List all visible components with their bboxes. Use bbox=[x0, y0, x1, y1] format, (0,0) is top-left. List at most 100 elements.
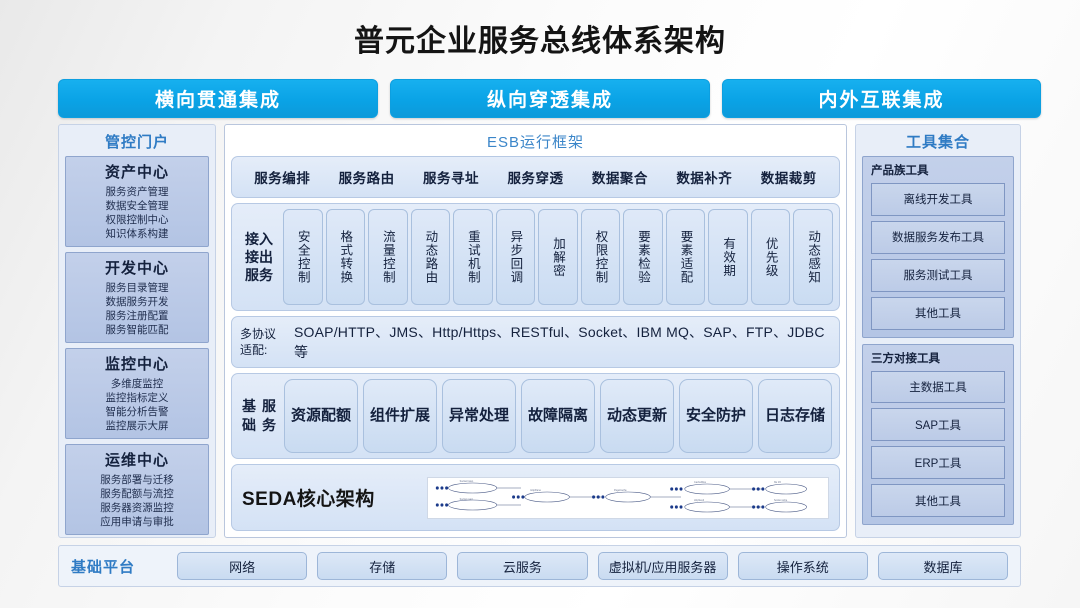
base-service-item: 故障隔离 bbox=[521, 379, 595, 453]
management-portal-panel: 管控门户 资产中心 服务资产管理 数据安全管理 权限控制中心 知识体系构建 开发… bbox=[58, 124, 216, 538]
svg-text:HttpSend: HttpSend bbox=[694, 498, 705, 501]
center-line: 知识体系构建 bbox=[105, 228, 169, 240]
base-service-row: 基础服务 资源配额 组件扩展 异常处理 故障隔离 动态更新 安全防护 日志存储 bbox=[231, 373, 840, 459]
seda-label: SEDA核心架构 bbox=[242, 489, 375, 510]
center-line: 数据安全管理 bbox=[105, 200, 169, 212]
center-line: 多维度监控 bbox=[110, 378, 164, 390]
access-item: 动态路由 bbox=[410, 209, 451, 305]
center-line: 服务注册配置 bbox=[105, 310, 169, 322]
tool-button[interactable]: 主数据工具 bbox=[871, 370, 1005, 404]
access-item: 重试机制 bbox=[453, 209, 493, 305]
access-item: 加解密 bbox=[538, 209, 578, 305]
center-line: 服务智能匹配 bbox=[105, 324, 169, 336]
center-line: 智能分析告警 bbox=[105, 406, 169, 418]
esb-runtime-header: ESB运行框架 bbox=[486, 134, 584, 151]
svg-text:HttpParse: HttpParse bbox=[530, 488, 541, 491]
center-card-asset: 资产中心 服务资产管理 数据安全管理 权限控制中心 知识体系构建 bbox=[65, 156, 209, 247]
tool-button[interactable]: 其他工具 bbox=[871, 484, 1005, 517]
base-service-item: 安全防护 bbox=[679, 379, 753, 453]
platform-item-network[interactable]: 网络 bbox=[177, 552, 308, 580]
tool-button[interactable]: ERP工具 bbox=[871, 446, 1005, 480]
capability-item: 数据裁剪 bbox=[760, 171, 817, 186]
management-portal-header: 管控门户 bbox=[104, 134, 169, 151]
tool-group-title: 产品族工具 bbox=[871, 165, 929, 177]
page-title: 普元企业服务总线体系架构 bbox=[354, 25, 726, 58]
access-item: 格式转换 bbox=[325, 209, 366, 305]
platform-item-os[interactable]: 操作系统 bbox=[737, 552, 868, 580]
base-service-item: 日志存储 bbox=[758, 379, 832, 453]
esb-capability-row: 服务编排 服务路由 服务寻址 服务穿透 数据聚合 数据补齐 数据裁剪 bbox=[231, 156, 840, 198]
platform-item-vm-appserver[interactable]: 虚拟机/应用服务器 bbox=[597, 552, 728, 580]
center-line: 服务配额与流控 bbox=[100, 488, 174, 500]
base-platform-label: 基础平台 bbox=[71, 558, 136, 576]
access-item: 安全控制 bbox=[283, 209, 323, 305]
tool-group-third-party: 三方对接工具 主数据工具 SAP工具 ERP工具 其他工具 bbox=[862, 343, 1014, 525]
capability-item: 服务路由 bbox=[338, 171, 395, 186]
base-service-item: 动态更新 bbox=[600, 379, 674, 453]
center-line: 数据服务开发 bbox=[105, 296, 169, 308]
tool-button[interactable]: 其他工具 bbox=[871, 296, 1005, 330]
center-line: 服务部署与迁移 bbox=[100, 474, 174, 486]
platform-item-storage[interactable]: 存储 bbox=[317, 552, 448, 580]
capability-item: 服务穿透 bbox=[507, 171, 564, 186]
center-card-development: 开发中心 服务目录管理 数据服务开发 服务注册配置 服务智能匹配 bbox=[65, 252, 209, 343]
access-item: 流量控制 bbox=[368, 209, 408, 305]
protocol-list: SOAP/HTTP、JMS、Http/Https、RESTful、Socket、… bbox=[294, 324, 825, 360]
platform-item-cloud[interactable]: 云服务 bbox=[457, 552, 588, 580]
center-line: 监控展示大屏 bbox=[105, 420, 169, 432]
base-service-item: 资源配额 bbox=[284, 379, 358, 453]
banner-label: 横向贯通集成 bbox=[154, 90, 281, 111]
capability-item: 数据聚合 bbox=[591, 171, 648, 186]
center-line: 权限控制中心 bbox=[105, 214, 169, 226]
access-item: 优先级 bbox=[750, 209, 791, 305]
seda-core-row: SEDA核心架构 bbox=[231, 464, 840, 531]
center-line: 服务器资源监控 bbox=[100, 502, 174, 514]
svg-text:Socket read: Socket read bbox=[460, 497, 473, 500]
esb-runtime-panel: ESB运行框架 服务编排 服务路由 服务寻址 服务穿透 数据聚合 数据补齐 数据… bbox=[224, 124, 847, 538]
access-item: 有效期 bbox=[708, 209, 748, 305]
svg-text:PageCache: PageCache bbox=[614, 488, 627, 491]
access-item: 要素检验 bbox=[623, 209, 663, 305]
capability-item: 服务寻址 bbox=[423, 171, 480, 186]
center-title: 监控中心 bbox=[104, 356, 169, 373]
access-service-row: 接入接出服务 安全控制 格式转换 流量控制 动态路由 重试机制 异步回调 加解密… bbox=[231, 203, 840, 311]
svg-text:Socket listen: Socket listen bbox=[460, 479, 474, 482]
base-platform-row: 基础平台 网络 存储 云服务 虚拟机/应用服务器 操作系统 数据库 bbox=[58, 545, 1021, 587]
tool-button[interactable]: 数据服务发布工具 bbox=[871, 220, 1005, 254]
protocol-adaptation-row: 多协议适配: SOAP/HTTP、JMS、Http/Https、RESTful、… bbox=[231, 316, 840, 368]
access-service-label-text: 接入接出服务 bbox=[245, 231, 273, 283]
center-card-monitoring: 监控中心 多维度监控 监控指标定义 智能分析告警 监控展示大屏 bbox=[65, 348, 209, 439]
capability-item: 服务编排 bbox=[254, 171, 311, 186]
banner-label: 内外互联集成 bbox=[818, 90, 945, 111]
capability-item: 数据补齐 bbox=[676, 171, 733, 186]
top-banner-row: 横向贯通集成 纵向穿透集成 内外互联集成 bbox=[58, 79, 1041, 118]
platform-item-database[interactable]: 数据库 bbox=[877, 552, 1009, 580]
center-title: 开发中心 bbox=[104, 260, 169, 277]
banner-internal-external-integration: 内外互联集成 bbox=[722, 79, 1041, 118]
tool-group-title: 三方对接工具 bbox=[871, 352, 940, 365]
access-service-label: 接入接出服务 bbox=[238, 209, 280, 305]
base-service-item: 异常处理 bbox=[442, 379, 516, 453]
access-item: 要素适配 bbox=[665, 209, 706, 305]
banner-horizontal-integration: 横向贯通集成 bbox=[58, 79, 378, 118]
base-service-item: 组件扩展 bbox=[363, 379, 437, 453]
center-line: 监控指标定义 bbox=[105, 392, 169, 404]
banner-vertical-integration: 纵向穿透集成 bbox=[390, 79, 710, 118]
banner-label: 纵向穿透集成 bbox=[486, 90, 613, 111]
access-item: 动态感知 bbox=[793, 209, 833, 305]
tool-group-product-family: 产品族工具 离线开发工具 数据服务发布工具 服务测试工具 其他工具 bbox=[862, 156, 1014, 338]
svg-text:file I/O: file I/O bbox=[774, 480, 781, 483]
center-card-operations: 运维中心 服务部署与迁移 服务配额与流控 服务器资源监控 应用申请与审批 bbox=[65, 444, 209, 535]
center-line: 应用申请与审批 bbox=[100, 516, 174, 528]
access-item: 异步回调 bbox=[495, 209, 536, 305]
main-columns: 管控门户 资产中心 服务资产管理 数据安全管理 权限控制中心 知识体系构建 开发… bbox=[58, 124, 1021, 538]
svg-text:CacheMiss: CacheMiss bbox=[694, 480, 707, 483]
tool-button[interactable]: 离线开发工具 bbox=[871, 183, 1005, 216]
center-line: 服务资产管理 bbox=[105, 186, 169, 198]
protocol-label: 多协议适配: bbox=[240, 327, 277, 357]
tool-button[interactable]: SAP工具 bbox=[871, 408, 1005, 442]
tool-button[interactable]: 服务测试工具 bbox=[871, 258, 1005, 292]
